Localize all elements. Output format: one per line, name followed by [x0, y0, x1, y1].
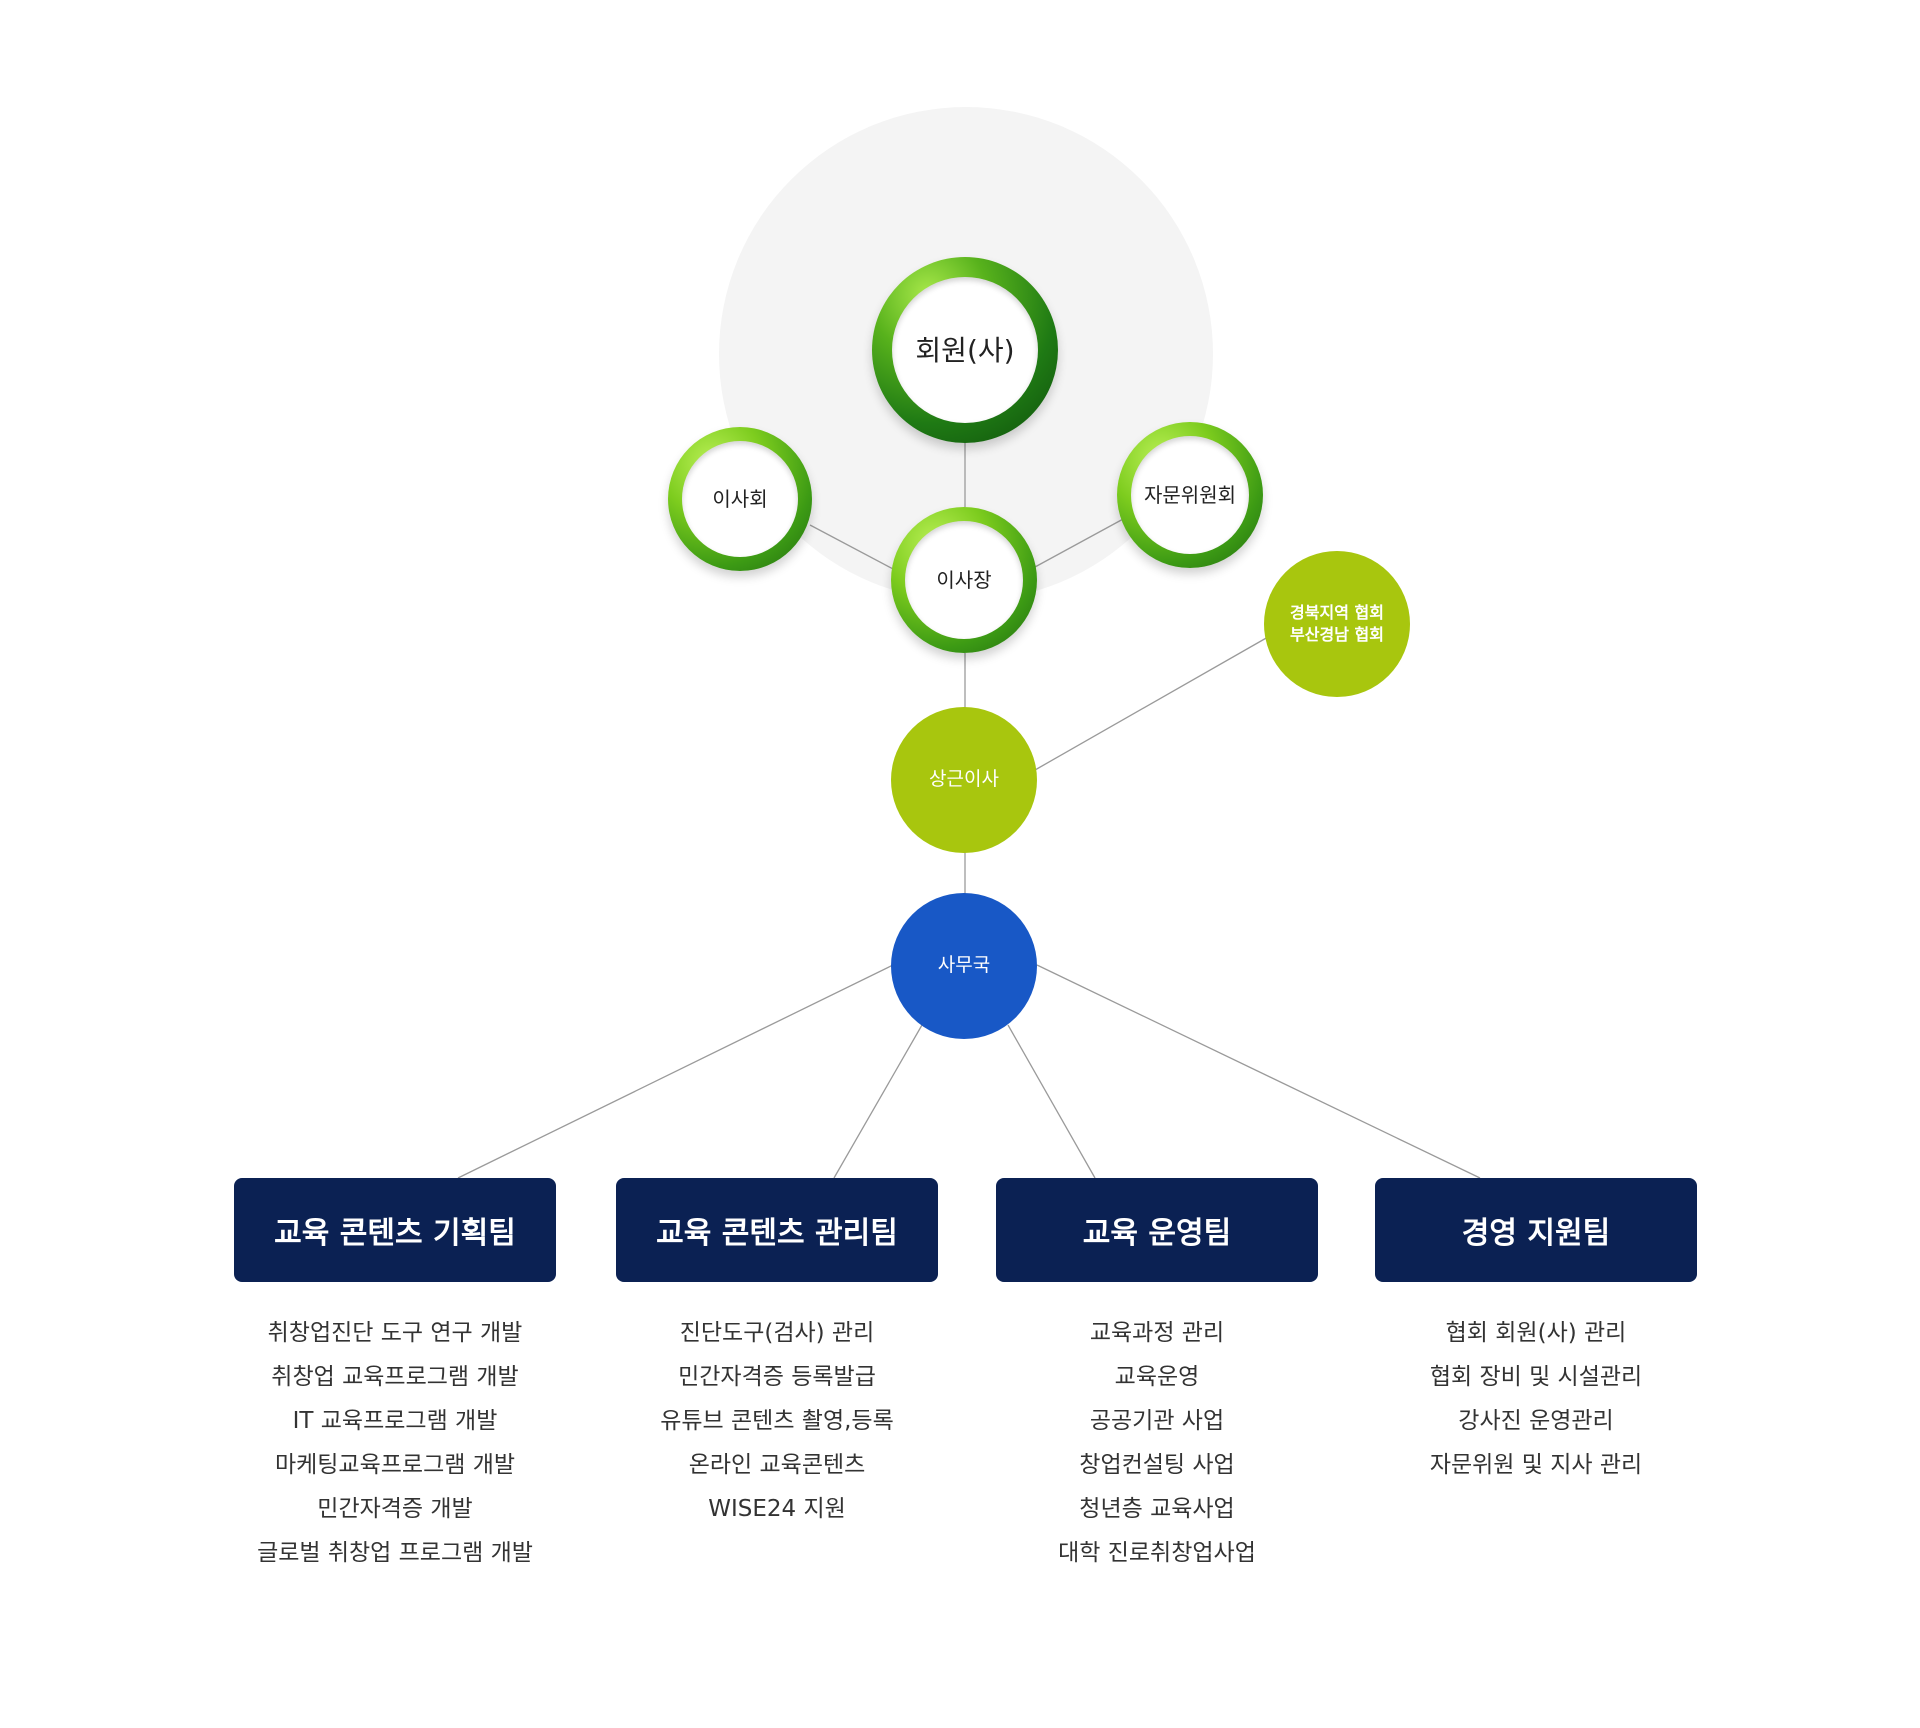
duty-item: 교육과정 관리 — [1089, 1320, 1225, 1346]
duty-list-education-operations: 교육과정 관리 교육운영 공공기관 사업 창업컨설팅 사업 청년층 교육사업 대… — [977, 1311, 1337, 1575]
duty-item: 자문위원 및 지사 관리 — [1429, 1452, 1643, 1478]
board-label: 이사회 — [712, 486, 768, 511]
line-secretariat-team4 — [1036, 964, 1481, 1179]
line-board-chairman — [809, 524, 896, 571]
chairman-node: 이사장 — [891, 507, 1037, 653]
standing-director-node: 상근이사 — [891, 707, 1037, 853]
team-name: 교육 운영팀 — [1082, 1216, 1232, 1251]
duty-item: 협회 장비 및 시설관리 — [1429, 1364, 1643, 1390]
chairman-label: 이사장 — [936, 567, 992, 592]
team-name: 경영 지원팀 — [1461, 1216, 1611, 1251]
advisory-label: 자문위원회 — [1144, 482, 1236, 507]
duty-item: 청년층 교육사업 — [1079, 1496, 1235, 1522]
advisory-node: 자문위원회 — [1117, 422, 1263, 568]
team-box-management-support: 경영 지원팀 — [1375, 1178, 1697, 1282]
duty-item: 창업컨설팅 사업 — [1079, 1452, 1235, 1478]
line-advisory-chairman — [1034, 517, 1126, 568]
duty-item: 민간자격증 등록발급 — [678, 1364, 876, 1390]
duty-item: 민간자격증 개발 — [317, 1496, 473, 1522]
duty-item: 협회 회원(사) 관리 — [1445, 1320, 1627, 1346]
regional-label-busan: 부산경남 협회 — [1290, 625, 1384, 644]
duty-item: 진단도구(검사) 관리 — [679, 1320, 875, 1346]
secretariat-node: 사무국 — [891, 893, 1037, 1039]
team-name: 교육 콘텐츠 관리팀 — [656, 1216, 898, 1251]
duty-item: 취창업진단 도구 연구 개발 — [267, 1320, 523, 1346]
regional-label-gyeongbuk: 경북지역 협회 — [1290, 603, 1384, 623]
duty-item: IT 교육프로그램 개발 — [292, 1408, 498, 1434]
line-regional-standing — [1034, 636, 1269, 771]
line-secretariat-team1 — [457, 964, 894, 1179]
team-name: 교육 콘텐츠 기획팀 — [274, 1216, 516, 1251]
duty-item: WISE24 지원 — [708, 1496, 846, 1522]
secretariat-label: 사무국 — [937, 954, 991, 977]
duty-list-content-planning: 취창업진단 도구 연구 개발 취창업 교육프로그램 개발 IT 교육프로그램 개… — [215, 1311, 575, 1575]
duty-list-management-support: 협회 회원(사) 관리 협회 장비 및 시설관리 강사진 운영관리 자문위원 및… — [1356, 1311, 1716, 1487]
line-secretariat-team2 — [833, 1024, 923, 1179]
team-box-content-management: 교육 콘텐츠 관리팀 — [616, 1178, 938, 1282]
duty-item: 대학 진로취창업사업 — [1058, 1540, 1256, 1566]
regional-associations-node: 경북지역 협회 부산경남 협회 — [1264, 551, 1410, 697]
team-box-content-planning: 교육 콘텐츠 기획팀 — [234, 1178, 556, 1282]
duty-item: 취창업 교육프로그램 개발 — [271, 1364, 519, 1390]
members-label: 회원(사) — [915, 333, 1015, 367]
duty-item: 강사진 운영관리 — [1458, 1408, 1614, 1434]
team-box-education-operations: 교육 운영팀 — [996, 1178, 1318, 1282]
standing-director-label: 상근이사 — [929, 768, 999, 791]
duty-list-content-management: 진단도구(검사) 관리 민간자격증 등록발급 유튜브 콘텐츠 촬영,등록 온라인… — [597, 1311, 957, 1531]
duty-item: 공공기관 사업 — [1089, 1408, 1225, 1434]
duty-item: 글로벌 취창업 프로그램 개발 — [257, 1540, 533, 1566]
duty-item: 온라인 교육콘텐츠 — [688, 1452, 866, 1478]
board-node: 이사회 — [668, 427, 812, 571]
members-node: 회원(사) — [872, 257, 1058, 443]
duty-item: 마케팅교육프로그램 개발 — [274, 1452, 516, 1478]
duty-item: 유튜브 콘텐츠 촬영,등록 — [660, 1408, 894, 1434]
duty-item: 교육운영 — [1114, 1364, 1200, 1390]
line-secretariat-team3 — [1007, 1024, 1096, 1179]
